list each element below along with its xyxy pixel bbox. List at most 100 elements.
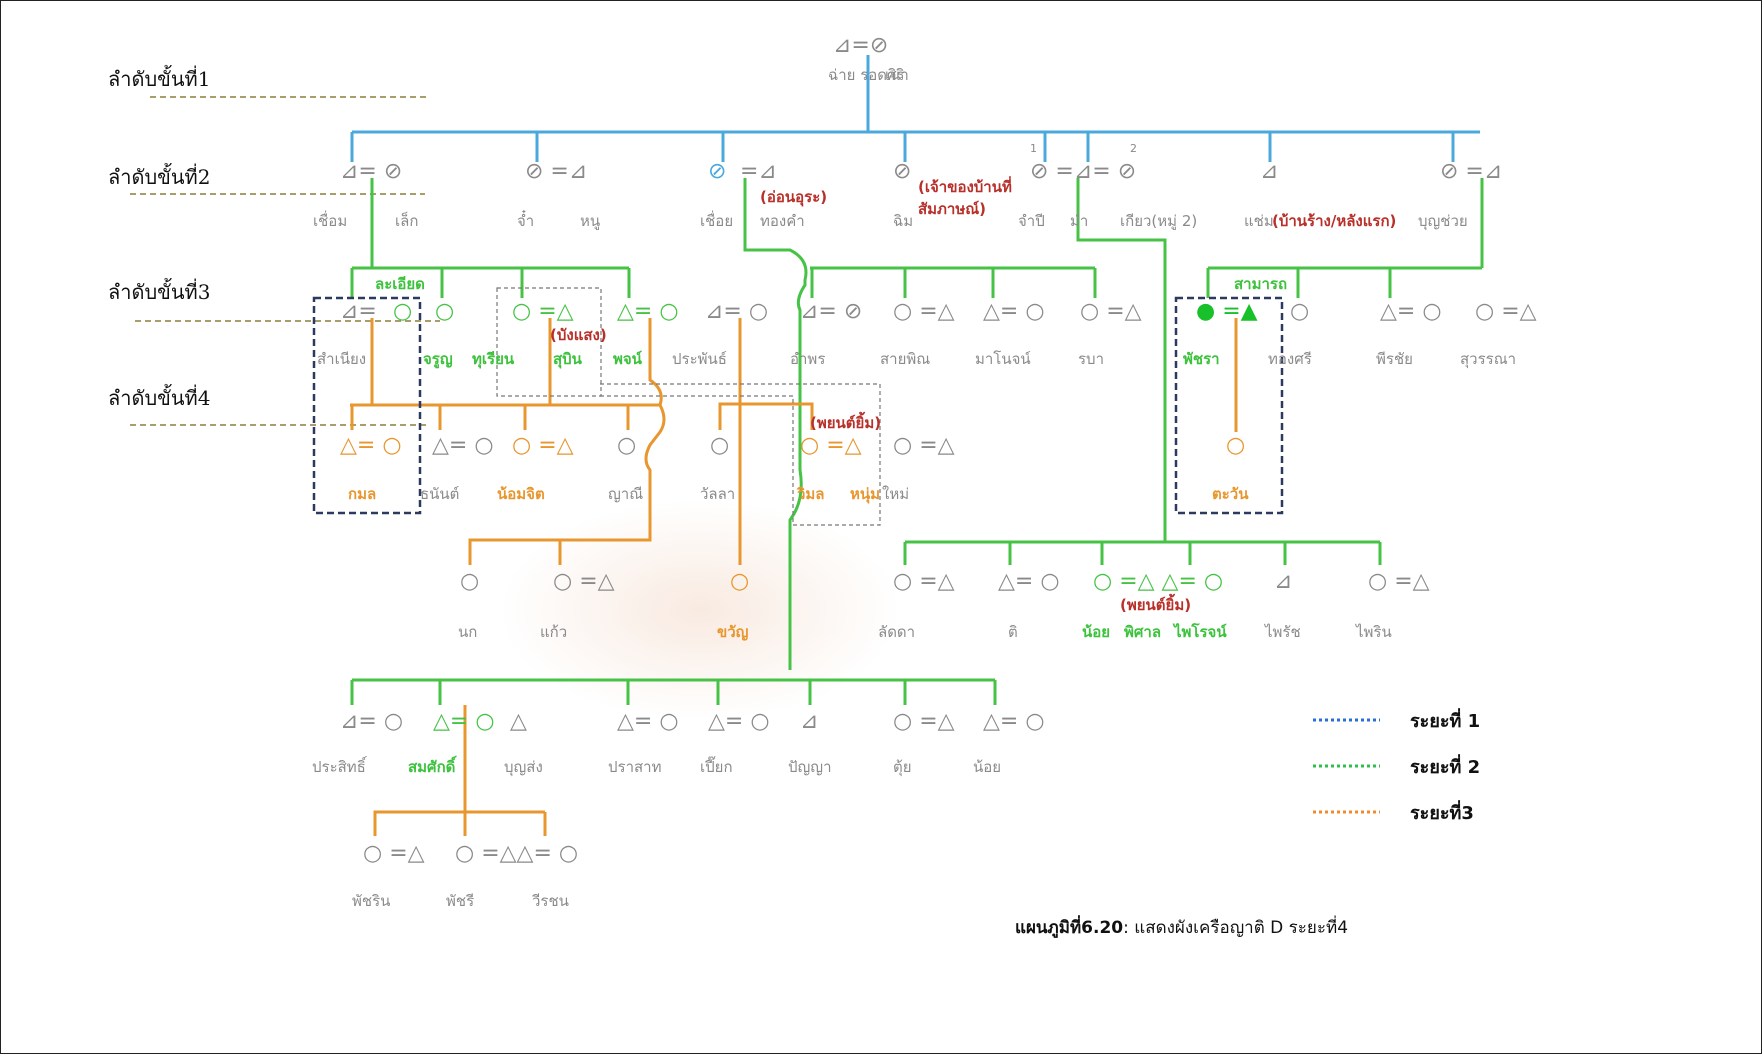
person-name: บุญช่วย [1418,212,1468,231]
annotation: (อ่อนอุระ) [760,188,827,207]
svg-text:⊿=: ⊿= [340,299,377,324]
person-name: พิศาล [1124,623,1161,641]
person-name: รบา [1078,350,1104,368]
svg-text:△= ○: △= ○ [340,433,402,458]
person-name: น้อย [973,758,1001,776]
person-name: ธนันต์ [420,485,459,503]
svg-text:○ =△: ○ =△ [553,569,615,594]
person-name: หนู [580,212,600,230]
svg-text:△= ○: △= ○ [617,709,679,734]
gen4-names: กมล ธนันต์ น้อมจิต ญาณี วัลลา วิมล หนุ่ม… [348,411,1249,504]
svg-text:○ =△: ○ =△ [512,299,574,324]
svg-text:○ =△: ○ =△ [893,299,955,324]
svg-text:△= ○: △= ○ [432,433,494,458]
svg-text:○ =△: ○ =△ [800,433,862,458]
svg-text:⊘ =⊿: ⊘ =⊿ [1440,159,1502,184]
svg-text:=⊿: =⊿ [740,159,777,184]
svg-text:○ =△ △= ○: ○ =△ △= ○ [1093,569,1223,594]
svg-text:⊘: ⊘ [893,159,911,184]
person-name: น้อมจิต [497,485,545,503]
person-name: ญาณี [608,485,643,503]
svg-text:○ =△: ○ =△ [893,709,955,734]
svg-text:⊿: ⊿ [1274,569,1292,594]
svg-text:⊿= ○: ⊿= ○ [340,709,403,734]
person-name: จ๋ำ [517,209,534,230]
svg-text:○: ○ [393,299,412,324]
svg-text:○: ○ [460,569,479,594]
person-name: ไพโรจน์ [1172,622,1227,641]
person-name: เชื่อย [700,210,733,230]
svg-text:○: ○ [617,433,636,458]
gen6-names: ประสิทธิ์ สมศักดิ์ บุญส่ง ปราสาท เปี๊ยก … [312,755,1001,777]
person-name: พีรชัย [1376,350,1413,368]
svg-text:○ =△: ○ =△ [1080,299,1142,324]
gen3-names: สำเนียง จรูญ ทุเรียน สุบิน พจน์ ประพันธ์… [317,275,1516,369]
gen7-names: พัชริน พัชรี วีรชน [352,892,569,910]
svg-text:⊿= ○: ⊿= ○ [705,299,768,324]
level-label-1: ลำดับขั้นที่1 [108,65,210,91]
kinship-symbols: ⊿=⊘ ⊿= ⊘ ⊘ =⊿ ⊘=⊿ ⊘ ⊘ =⊿= ⊘ ⊿ ⊘ =⊿ ⊿=○ ○… [340,33,1537,866]
person-name: ประพันธ์ [672,350,727,368]
svg-text:△= ○: △= ○ [617,299,679,324]
person-name: ใหม่ [882,485,909,503]
svg-text:△: △ [510,709,527,734]
person-name: แก้ว [540,623,567,641]
svg-text:△= ○: △= ○ [983,709,1045,734]
phase2-lines [350,178,1484,705]
gen5-names: นก แก้ว ขวัญ ลัดดา ติ น้อย พิศาล ไพโรจน์… [458,593,1392,641]
caption-text: : แสดงผังเครือญาติ D ระยะที่4 [1123,915,1348,938]
legend-label-phase3: ระยะที่3 [1410,800,1474,824]
person-name: พัชริน [352,892,390,910]
svg-text:○ =△: ○ =△ [893,569,955,594]
svg-text:△= ○: △= ○ [983,299,1045,324]
person-name: พัชรี [446,892,474,910]
person-name: ไพริน [1355,623,1392,641]
svg-text:○ =△△= ○: ○ =△△= ○ [455,841,578,866]
person-name: ทองคำ [760,212,805,230]
person-name: บุญส่ง [504,758,543,777]
person-name: ลัดดา [878,623,915,641]
box-tawan [1174,296,1284,515]
person-name: สมศักดิ์ [408,755,457,776]
person-name: ตุ้ย [893,758,912,777]
watermark-seal [500,500,900,720]
person-name: วัลลา [700,485,735,503]
annotation: สัมภาษณ์) [918,200,986,218]
person-name: กมล [348,485,376,503]
annotation: ละเอียด [375,275,425,293]
box-kamon [312,296,422,515]
svg-text:○ =△: ○ =△ [1475,299,1537,324]
svg-text:⊿= ⊘: ⊿= ⊘ [340,159,402,184]
svg-text:○: ○ [1290,299,1309,324]
caption-number: แผนภูมิที่6.20 [1015,915,1123,939]
svg-text:△= ○: △= ○ [1380,299,1442,324]
person-name: พัชรา [1183,350,1220,368]
svg-text:○: ○ [710,433,729,458]
svg-text:⊘ =⊿: ⊘ =⊿ [525,159,587,184]
person-name: ติ [1008,623,1018,641]
annotation: 2 [1130,142,1137,155]
svg-text:แผนภูมิที่6.20: แสดงผังเครือญา: แผนภูมิที่6.20: แสดงผังเครือญาติ D ระยะท… [1015,915,1348,939]
svg-text:○ =△: ○ =△ [893,433,955,458]
svg-text:⊘: ⊘ [708,159,726,184]
svg-text:○ =△: ○ =△ [363,841,425,866]
svg-text:⊿: ⊿ [1260,159,1278,184]
phase1-lines [350,55,1480,162]
person-name: ฉ่าย รอดศิริ [828,66,905,84]
svg-text:△= ○: △= ○ [433,709,495,734]
person-name: มาโนจน์ [975,350,1031,368]
gen2-names: เชื่อม เล็ก จ๋ำ หนู เชื่อย ทองคำ ฉิม จำป… [313,142,1468,231]
level-labels: ลำดับขั้นที่1 ลำดับขั้นที่2 ลำดับขั้นที่… [108,65,440,426]
person-name: เปี๊ยก [700,756,733,776]
lineage-lines [350,55,1484,836]
gen1-names: ฉ่าย รอดศิริ เน่า [828,66,909,84]
person-name: สายพิณ [880,350,930,368]
person-name: ทองศรี [1268,350,1312,368]
person-name: ประสิทธิ์ [312,756,368,776]
annotation: (เจ้าของบ้านที่ [918,176,1012,196]
person-name: จรูญ [423,350,453,369]
svg-text:○: ○ [1226,433,1245,458]
person-name: วิมล [796,485,824,503]
